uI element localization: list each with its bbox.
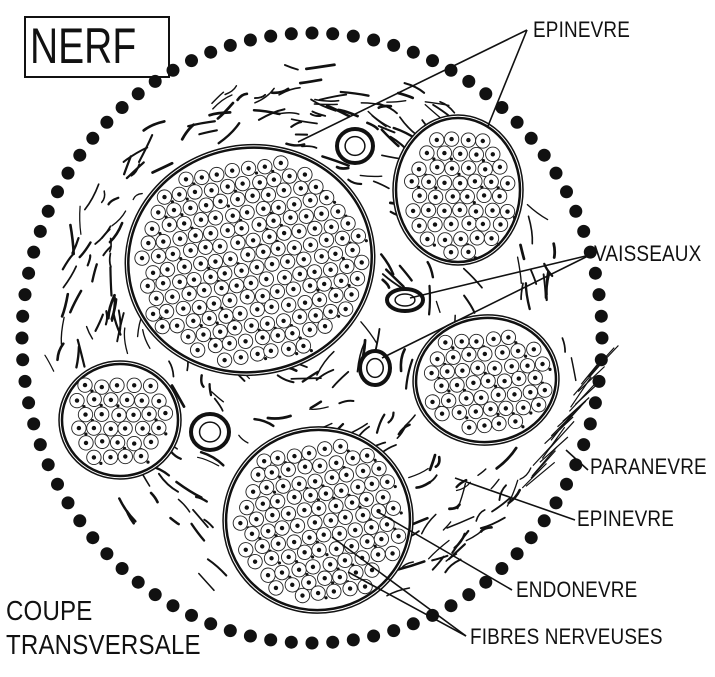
caption-line-2: TRANSVERSALE	[6, 629, 201, 660]
paranevre-hatching	[521, 345, 619, 489]
blood-vessels	[189, 127, 425, 452]
caption-line-1: COUPE	[6, 595, 93, 626]
fascicle	[392, 114, 524, 266]
fascicle	[222, 426, 414, 614]
diagram-title: NERF	[30, 18, 137, 74]
fascicle	[412, 314, 560, 446]
label-endonevre: ENDONEVRE	[516, 577, 638, 602]
label-leader-lines	[297, 29, 591, 637]
label-epinevre-top: EPINEVRE	[533, 17, 631, 42]
label-paranevre: PARANEVRE	[590, 454, 707, 479]
leader-line	[565, 449, 589, 471]
fascicle	[58, 360, 182, 480]
label-vaisseaux: VAISSEAUX	[594, 241, 702, 266]
leader-line	[297, 29, 528, 143]
label-epinevre-bottom: EPINEVRE	[577, 506, 675, 531]
perineural-dot-border	[15, 26, 609, 650]
leader-line	[381, 254, 591, 359]
leader-line	[377, 511, 513, 591]
title-box	[24, 16, 170, 78]
leader-line	[331, 536, 467, 637]
leader-line	[347, 571, 467, 637]
leader-line	[409, 254, 591, 299]
leader-line	[487, 29, 528, 127]
leader-line	[454, 477, 576, 521]
label-fibres-nerveuses: FIBRES NERVEUSES	[470, 624, 663, 649]
nerve-fascicles	[58, 114, 560, 614]
fascicle	[124, 143, 376, 377]
